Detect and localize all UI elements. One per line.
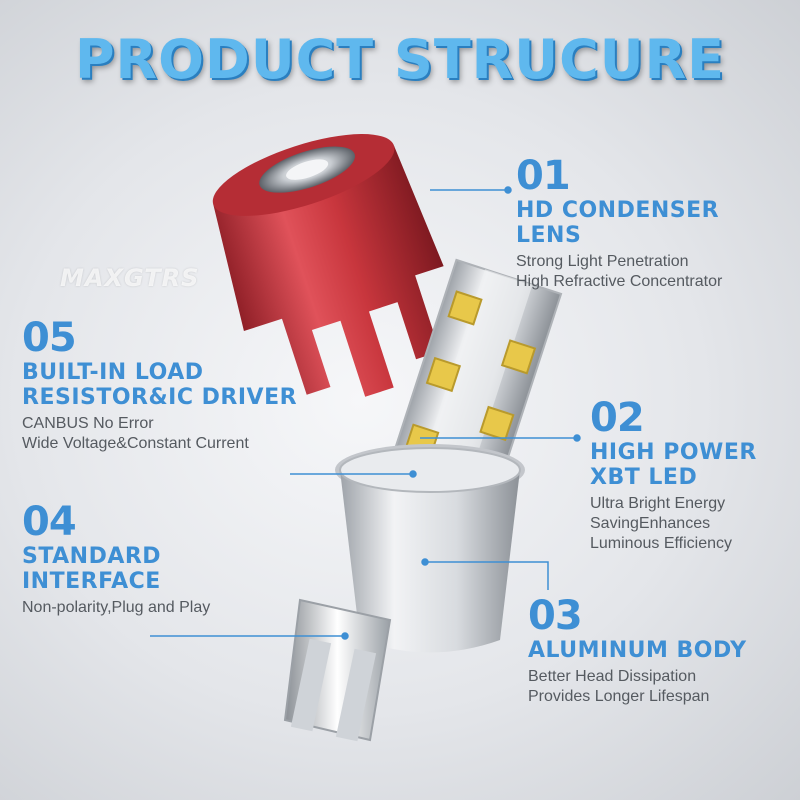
led-chip [425,356,462,393]
feature-description: CANBUS No Error Wide Voltage&Constant Cu… [22,415,249,452]
page-title: PRODUCT STRUCURE [74,28,726,91]
feature-05: 05 BUILT-IN LOAD RESISTOR&IC DRIVER CANB… [22,316,297,454]
feature-01: 01 HD CONDENSER LENS Strong Light Penetr… [516,154,722,292]
led-chip [447,290,483,326]
brand-watermark: MAXGTRS [60,264,200,292]
feature-description: Ultra Bright Energy SavingEnhances Lumin… [590,495,732,552]
feature-description: Strong Light Penetration High Refractive… [516,253,723,290]
feature-title: HIGH POWER XBT LED [590,440,757,490]
wedge-interface [283,598,392,742]
feature-title: BUILT-IN LOAD RESISTOR&IC DRIVER [22,360,298,410]
feature-number: 02 [590,395,645,441]
led-chip [500,339,537,375]
feature-title: ALUMINUM BODY [528,638,747,663]
lens-cap [212,134,444,397]
feature-description: Non-polarity,Plug and Play [22,599,211,616]
feature-02: 02 HIGH POWER XBT LED Ultra Bright Energ… [590,396,757,554]
feature-number: 04 [22,499,77,545]
feature-04: 04 STANDARD INTERFACE Non-polarity,Plug … [22,500,210,618]
led-chip [479,405,515,442]
feature-03: 03 ALUMINUM BODY Better Head Dissipation… [528,594,747,707]
feature-title: STANDARD INTERFACE [22,544,162,594]
feature-number: 03 [528,593,583,639]
feature-number: 05 [22,315,77,361]
feature-title: HD CONDENSER LENS [516,198,720,248]
feature-description: Better Head Dissipation Provides Longer … [528,668,710,705]
feature-number: 01 [516,153,571,199]
